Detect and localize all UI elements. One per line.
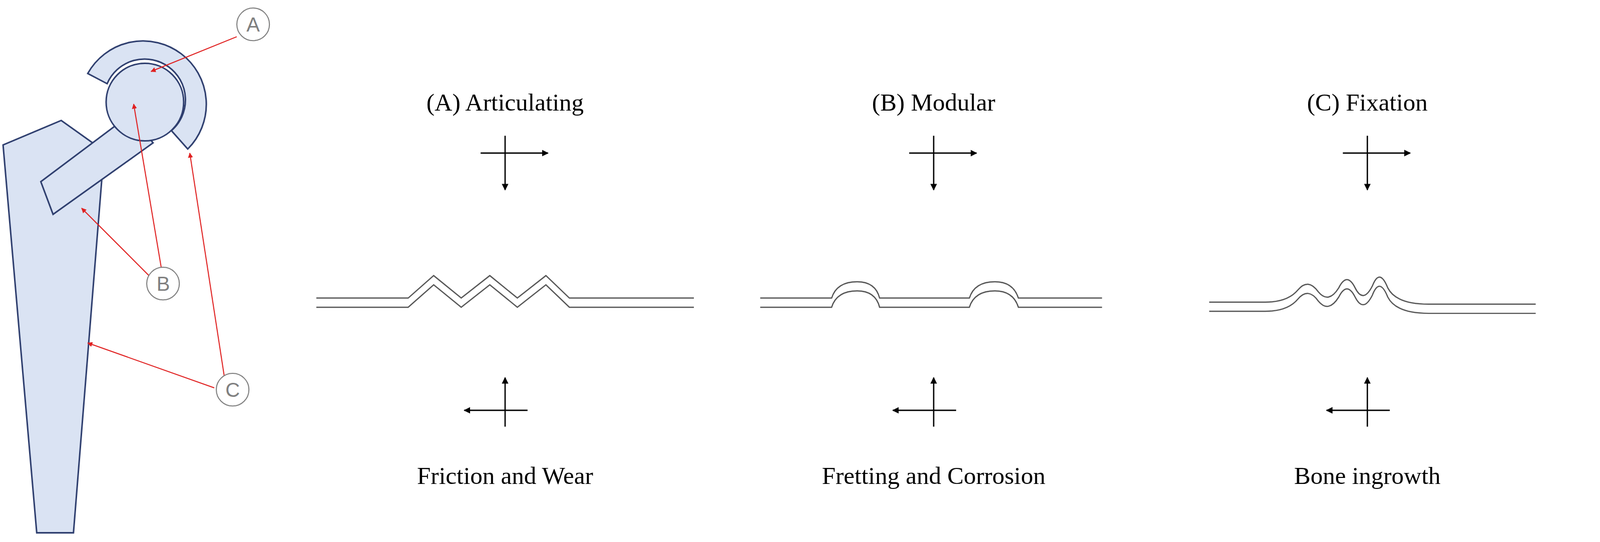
panel-caption: Friction and Wear — [417, 461, 594, 490]
hip-implant — [3, 41, 207, 534]
force-arrows — [464, 135, 548, 427]
panel-caption: Fretting and Corrosion — [822, 461, 1046, 490]
surface-interface — [1209, 277, 1536, 314]
callout-letter: B — [156, 273, 171, 294]
acetabular-cup — [87, 41, 207, 150]
force-arrows — [1326, 135, 1411, 427]
callout-circle: C — [215, 372, 250, 408]
callout-letter: A — [246, 14, 260, 35]
panel-title: (B) Modular — [872, 87, 996, 117]
force-arrows — [892, 135, 977, 427]
leader-lines — [81, 36, 237, 388]
surface-interface — [760, 281, 1103, 308]
surface-interface — [316, 275, 694, 308]
panel-title: (C) Fixation — [1307, 87, 1428, 117]
callout-circle: A — [235, 7, 271, 42]
callout-letter: C — [225, 379, 240, 400]
panel-title: (A) Articulating — [426, 87, 584, 117]
callout-circle: B — [145, 266, 181, 301]
panel-caption: Bone ingrowth — [1294, 461, 1441, 490]
